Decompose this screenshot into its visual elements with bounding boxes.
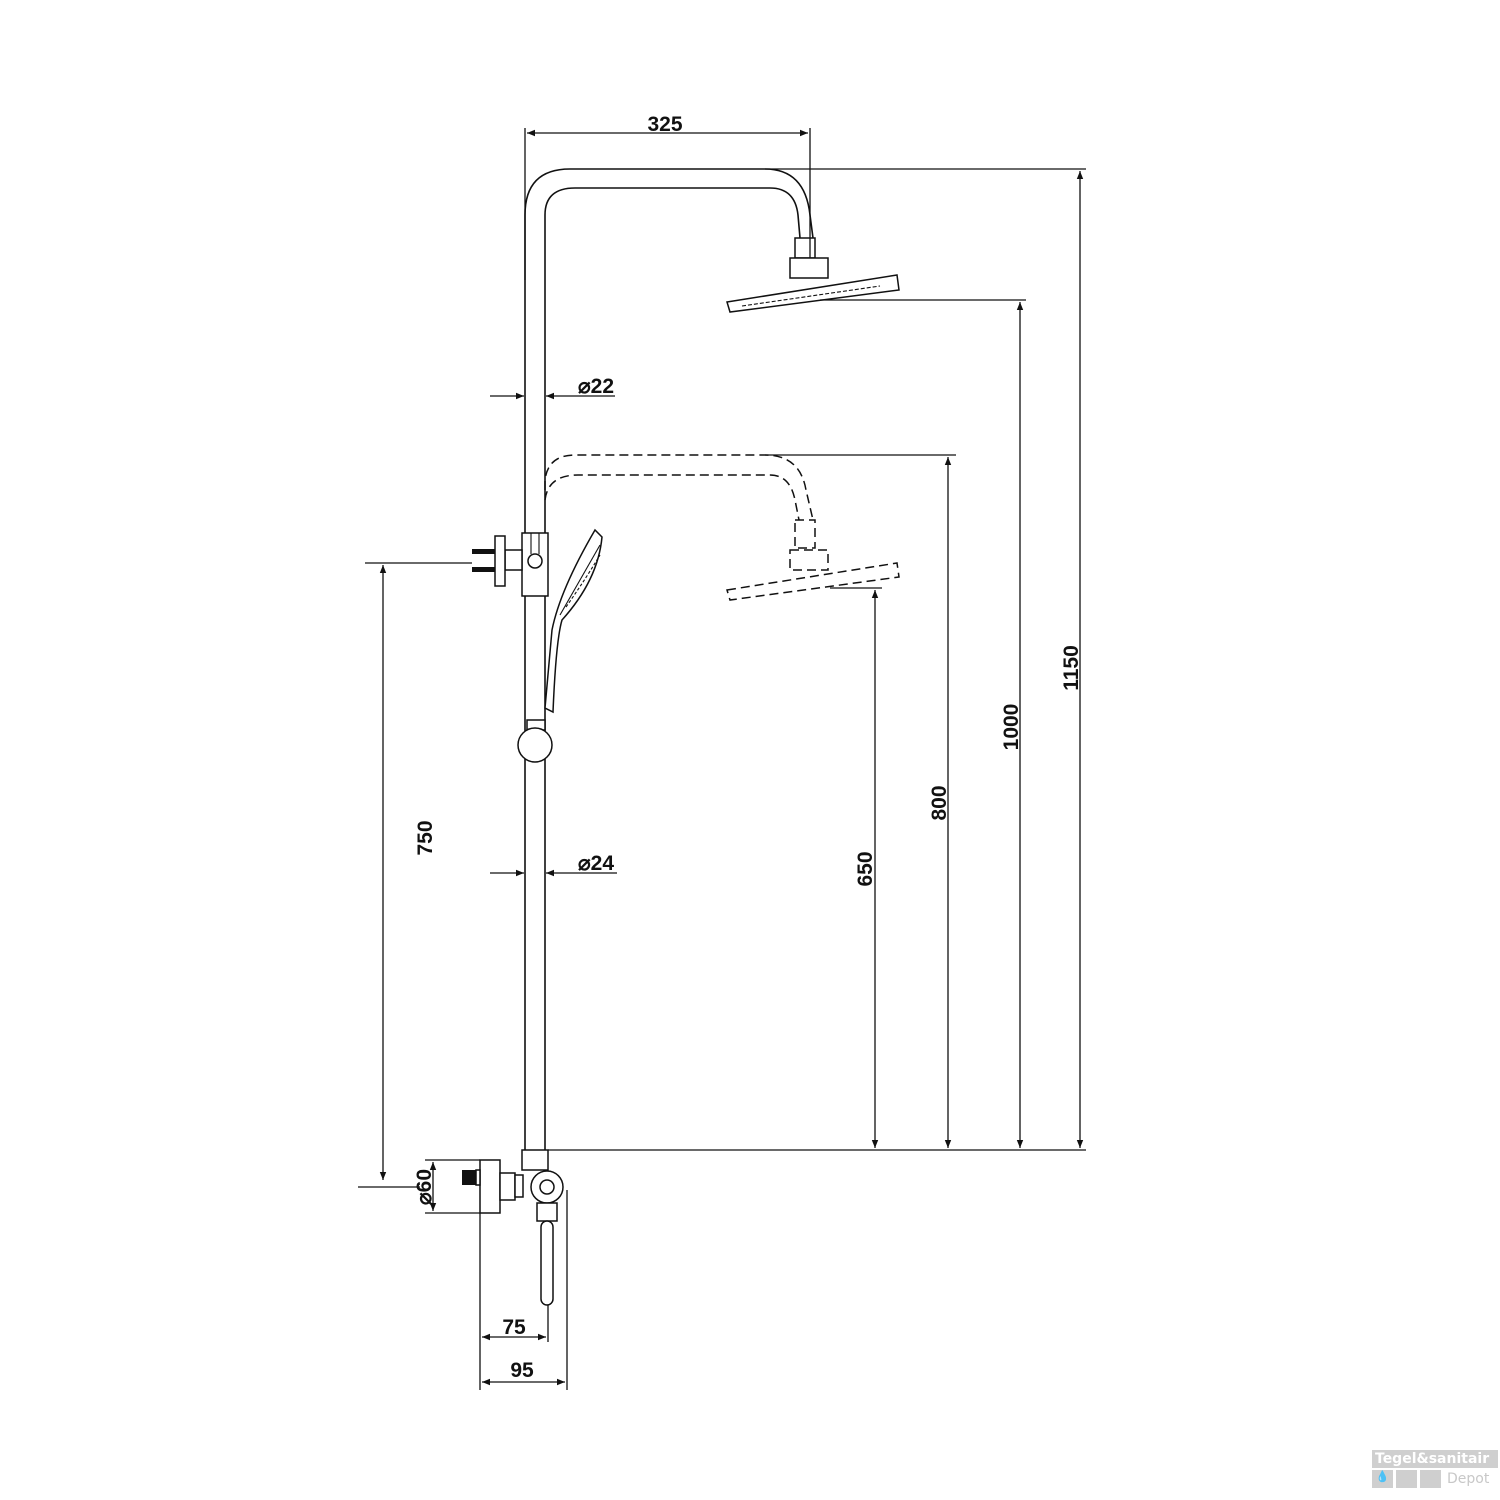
watermark-line1: Tegel&sanitair [1372,1450,1498,1468]
dim-750: 750 [414,820,437,855]
dim-1000: 1000 [1000,704,1023,751]
dim-diameter-24: ⌀24 [578,852,614,875]
hand-shower [544,528,603,714]
dim-75: 75 [502,1316,526,1339]
dim-650: 650 [854,851,877,886]
dimension-lines [358,128,1086,1390]
dim-1150: 1150 [1060,645,1083,691]
watermark-line2: Depot [1447,1471,1490,1487]
dim-325: 325 [647,113,682,136]
logo-square [1420,1470,1441,1488]
dim-800: 800 [928,785,951,820]
water-drop-icon: 💧 [1372,1470,1393,1488]
dim-diameter-22: ⌀22 [578,375,614,398]
logo-square [1396,1470,1417,1488]
overhead-shower-arm-lowered [544,454,900,601]
wall-bracket [472,532,549,597]
slider-knob [517,719,553,763]
diverter-valve [462,1149,564,1306]
watermark-logo: Tegel&sanitair 💧 Depot [1372,1450,1498,1488]
riser-rail [524,168,814,1150]
dim-95: 95 [510,1359,534,1382]
overhead-shower-head-upper [726,237,900,313]
dim-diameter-60: ⌀60 [413,1169,436,1205]
